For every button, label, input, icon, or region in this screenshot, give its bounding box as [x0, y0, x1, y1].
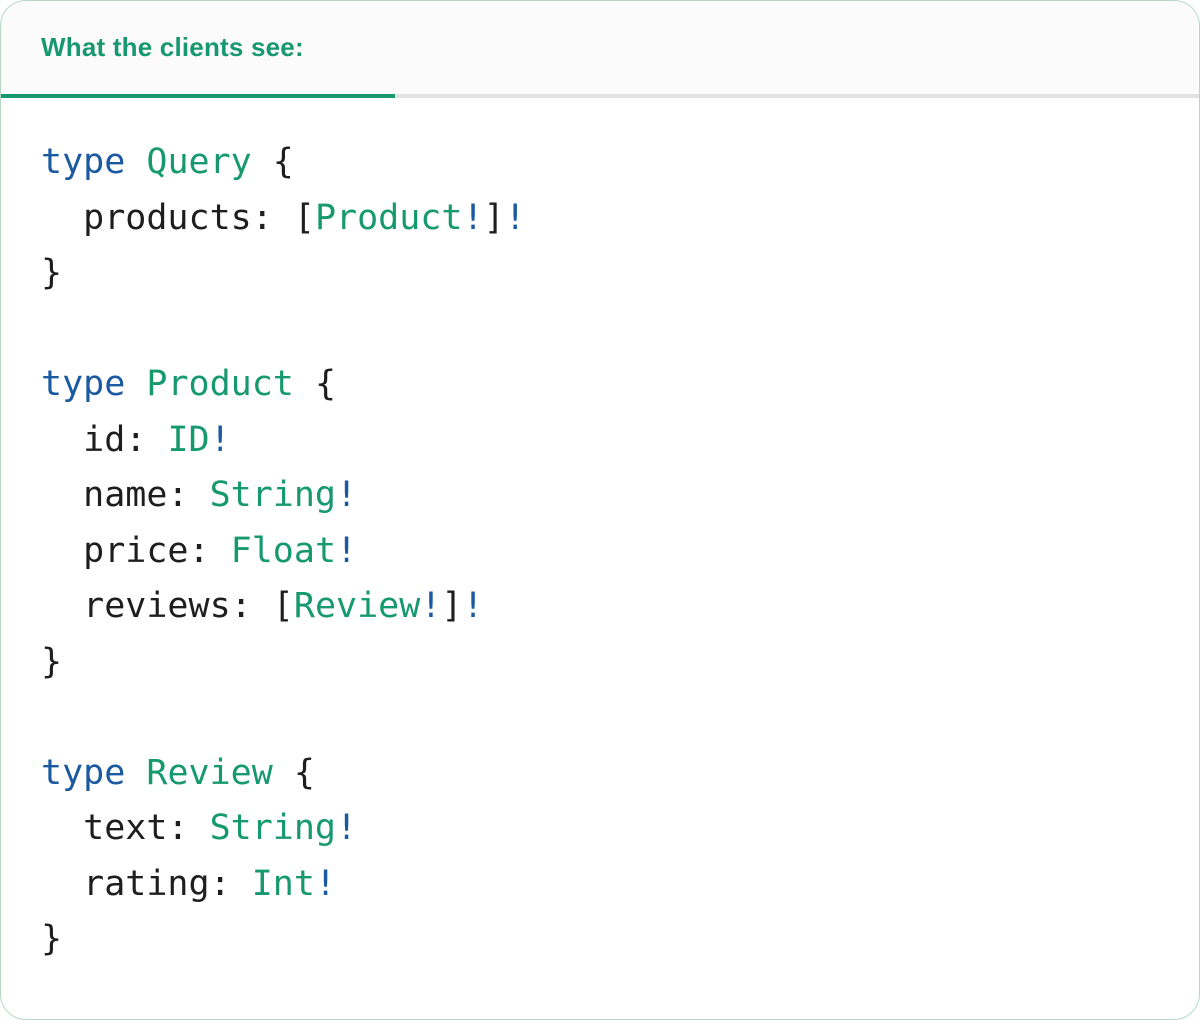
code-token-plain: ] [441, 586, 463, 626]
code-token-bang: ! [336, 808, 358, 848]
code-line: } [41, 635, 1159, 691]
code-block: type Query { products: [Product!]!} type… [1, 98, 1199, 968]
code-token-bang: ! [336, 530, 358, 571]
code-token-plain: reviews: [ [41, 586, 294, 626]
code-token-type: String [209, 808, 337, 848]
code-blank-line [41, 302, 1159, 358]
code-token-type: Query [146, 142, 252, 182]
code-line: } [41, 912, 1159, 968]
code-line: id: ID! [41, 413, 1159, 469]
code-token-type: Review [293, 586, 421, 626]
code-token-plain: text: [41, 808, 210, 848]
card-header: What the clients see: [1, 1, 1199, 98]
code-line: type Product { [41, 357, 1159, 413]
code-token-plain: products: [ [41, 197, 315, 238]
code-token-type: Review [146, 752, 273, 793]
code-token-plain: rating: [41, 863, 252, 904]
code-token-type: Product [146, 364, 294, 404]
code-blank-line [41, 690, 1159, 746]
code-line: text: String! [41, 801, 1159, 857]
code-line: } [41, 246, 1159, 302]
code-token-plain: { [293, 364, 337, 404]
code-token-plain: name: [41, 475, 210, 515]
code-token-type: ID [167, 419, 210, 460]
code-line: type Review { [41, 746, 1159, 802]
code-token-keyword: type [41, 142, 126, 182]
code-line: rating: Int! [41, 857, 1159, 913]
tab-what-the-clients-see[interactable]: What the clients see: [1, 1, 395, 98]
code-token-plain: { [251, 142, 294, 182]
code-token-plain [125, 142, 146, 182]
code-token-type: Float [230, 530, 337, 571]
code-token-bang: ! [504, 197, 526, 238]
code-token-type: String [209, 475, 337, 515]
code-token-plain [125, 364, 146, 404]
code-token-bang: ! [314, 863, 337, 904]
code-token-type: Product [314, 197, 463, 238]
code-token-bang: ! [209, 419, 231, 460]
code-token-bang: ! [420, 586, 442, 626]
code-token-keyword: type [41, 752, 126, 793]
tab-label: What the clients see: [41, 32, 304, 62]
code-token-plain: } [41, 641, 63, 682]
code-token-plain: } [41, 919, 63, 959]
code-line: name: String! [41, 468, 1159, 524]
code-token-plain: price: [41, 530, 231, 571]
code-line: reviews: [Review!]! [41, 579, 1159, 635]
code-token-bang: ! [462, 197, 484, 238]
code-line: products: [Product!]! [41, 191, 1159, 247]
code-token-plain: { [272, 752, 315, 793]
code-token-bang: ! [462, 586, 484, 626]
code-line: price: Float! [41, 524, 1159, 580]
code-line: type Query { [41, 135, 1159, 191]
code-token-plain: id: [41, 419, 168, 460]
code-token-type: Int [251, 863, 315, 904]
code-token-plain: } [41, 253, 63, 293]
code-token-plain: ] [483, 197, 505, 238]
code-token-bang: ! [336, 475, 358, 515]
code-token-plain [125, 753, 146, 793]
code-token-keyword: type [41, 364, 126, 404]
